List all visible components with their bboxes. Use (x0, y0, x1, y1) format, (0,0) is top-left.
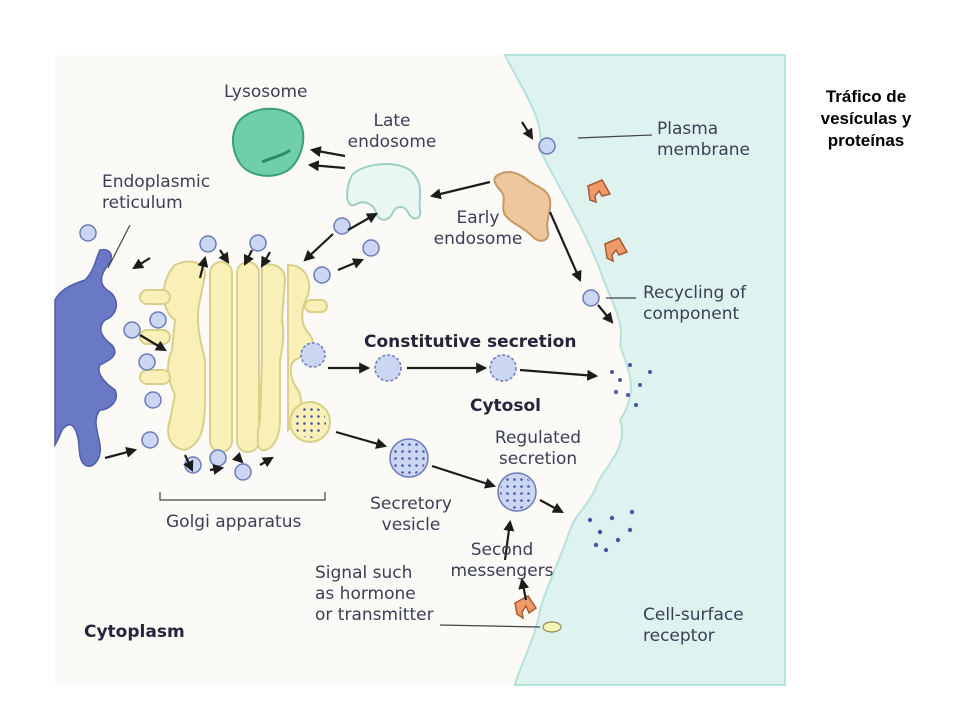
trafficking-arrow (244, 249, 254, 266)
label-lysosome: Lysosome (224, 82, 308, 102)
trafficking-arrow (197, 255, 209, 279)
trafficking-arrow (521, 121, 534, 140)
transport-vesicle (79, 224, 97, 242)
transport-vesicle (234, 463, 252, 481)
label-line: Plasma (657, 119, 719, 139)
golgi-budding-vesicle (294, 406, 326, 438)
trafficking-arrow (139, 334, 167, 352)
label-line: or transmitter (315, 605, 434, 625)
lysosome (232, 107, 305, 177)
trafficking-arrow (104, 446, 138, 460)
transport-vesicle (538, 137, 556, 155)
slide-title: Tráfico de vesículas y proteínas (820, 87, 912, 150)
transport-vesicle (362, 239, 380, 257)
label-line: reticulum (102, 193, 183, 213)
label-line: receptor (643, 626, 715, 646)
extracellular-space (503, 54, 786, 686)
label-line: Endoplasmic (102, 172, 211, 192)
trafficking-arrow (597, 304, 614, 324)
trafficking-arrow (303, 233, 334, 262)
early-endosome (493, 171, 552, 242)
transport-vesicle (199, 235, 217, 253)
transport-vesicle (582, 289, 600, 307)
transport-vesicle (313, 266, 331, 284)
label-line: Second (470, 540, 534, 560)
dense-core-vesicles (374, 354, 537, 512)
trafficking-arrow (231, 451, 244, 464)
label-line: secretion (498, 449, 578, 469)
label-plasma-membrane: Plasma membrane (657, 119, 750, 161)
label-regulated-secretion: Regulated secretion (488, 428, 588, 470)
trafficking-arrow (429, 180, 491, 200)
trafficking-arrow (548, 211, 582, 283)
label-early-endosome: Early endosome (428, 208, 528, 250)
transport-vesicle (333, 217, 351, 235)
label-line: messengers (450, 561, 554, 581)
trafficking-arrow (307, 160, 346, 172)
label-line: as hormone (315, 584, 416, 604)
label-second-messengers: Second messengers (447, 540, 557, 582)
label-line: Recycling of (643, 283, 747, 303)
label-signal: Signal such as hormone or transmitter (315, 563, 434, 626)
label-cell-surface-receptor: Cell-surface receptor (643, 605, 744, 647)
label-line: Signal such (315, 563, 413, 583)
transport-vesicle (144, 391, 162, 409)
trafficking-arrow (218, 249, 230, 264)
trafficking-arrow (132, 257, 151, 270)
trafficking-arrows (104, 121, 614, 601)
lysosome-highlight (261, 148, 292, 164)
trafficking-arrow (337, 258, 365, 272)
trafficking-arrow (260, 251, 272, 268)
label-recycling: Recycling of component (643, 283, 746, 325)
trafficking-arrow (183, 454, 194, 472)
label-line: endosome (347, 132, 437, 152)
label-line: membrane (657, 140, 751, 160)
membrane-receptors (514, 179, 629, 620)
trafficking-arrow (209, 464, 225, 475)
label-line: Secretory (370, 494, 452, 514)
trafficking-arrow (431, 464, 497, 489)
transport-vesicle (138, 353, 156, 371)
label-line: endosome (433, 229, 523, 249)
trafficking-arrow (503, 519, 515, 561)
label-line: Regulated (494, 428, 582, 448)
trafficking-arrow (518, 577, 530, 601)
label-late-endosome: Late endosome (342, 111, 442, 153)
label-line: component (643, 304, 740, 324)
transport-vesicle (249, 234, 267, 252)
trafficking-arrow (259, 456, 274, 468)
endoplasmic-reticulum (54, 248, 117, 467)
label-constitutive-secretion: Constitutive secretion (364, 332, 577, 352)
transport-vesicles (79, 137, 600, 481)
leader-lines (107, 134, 653, 628)
trafficking-arrow (309, 146, 346, 158)
transport-vesicle (149, 311, 167, 329)
label-cytoplasm: Cytoplasm (84, 622, 185, 642)
secreted-molecules (587, 363, 652, 553)
label-golgi-apparatus: Golgi apparatus (166, 512, 302, 532)
transport-vesicle (209, 449, 227, 467)
label-line: Cell-surface (643, 605, 744, 625)
transport-vesicle (141, 431, 159, 449)
label-endoplasmic-reticulum: Endoplasmic reticulum (102, 172, 210, 214)
label-line: vesicle (381, 515, 441, 535)
label-secretory-vesicle: Secretory vesicle (356, 494, 466, 536)
label-line: Late (373, 111, 411, 131)
cell-surface-receptor (542, 621, 562, 633)
label-line: Early (456, 208, 500, 228)
transport-vesicle (123, 321, 141, 339)
trafficking-arrow (519, 368, 599, 381)
label-cytosol: Cytosol (470, 396, 541, 416)
late-endosome (346, 163, 422, 221)
trafficking-arrow (347, 212, 378, 231)
golgi-budding-vesicle (300, 342, 326, 368)
trafficking-arrow (335, 430, 388, 449)
trafficking-arrow (539, 499, 564, 514)
